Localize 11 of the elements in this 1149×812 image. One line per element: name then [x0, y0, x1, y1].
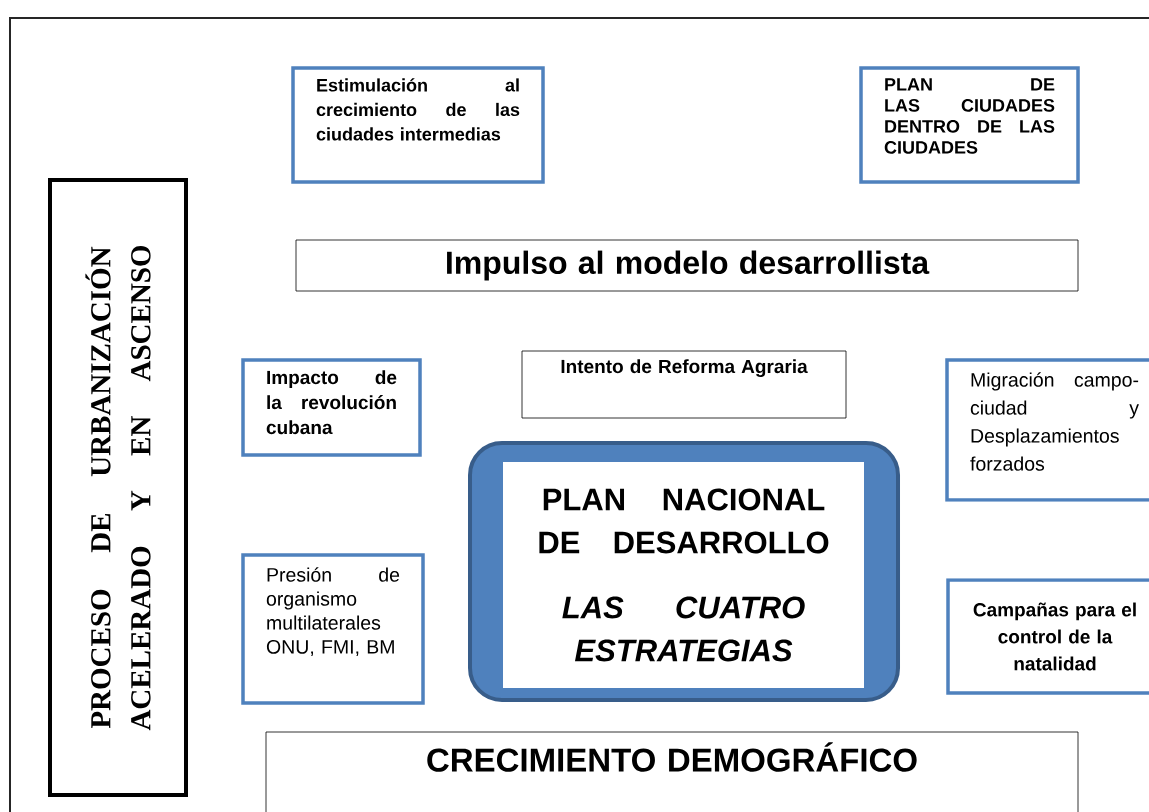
plan-box: PLAN NACIONAL DE DESARROLLO LAS CUATRO ESTRATEGIAS	[468, 441, 900, 702]
text-box: Impacto de la revolución cubana	[241, 358, 422, 457]
text-box: Campañas para el control de la natalidad	[946, 578, 1149, 695]
vertical-box: PROCESO DE URBANIZACIÓN ACELERADO Y EN ASCENSO	[48, 178, 188, 797]
text-box: Impulso al modelo desarrollista	[295, 239, 1079, 292]
text-box: CRECIMIENTO DEMOGRÁFICO	[265, 731, 1079, 812]
text-box: Estimulación al crecimiento de las ciudades intermedias	[291, 66, 545, 184]
text-box: Migración campo-ciudad y Desplazamientos forzados	[945, 358, 1149, 502]
text-box: Presión de organismo multilaterales ONU, FMI, BM	[241, 553, 425, 705]
text-box: Intento de Reforma Agraria	[521, 350, 847, 419]
text-box: PLAN DE LAS CIUDADES DENTRO DE LAS CIUDADES	[859, 66, 1080, 184]
